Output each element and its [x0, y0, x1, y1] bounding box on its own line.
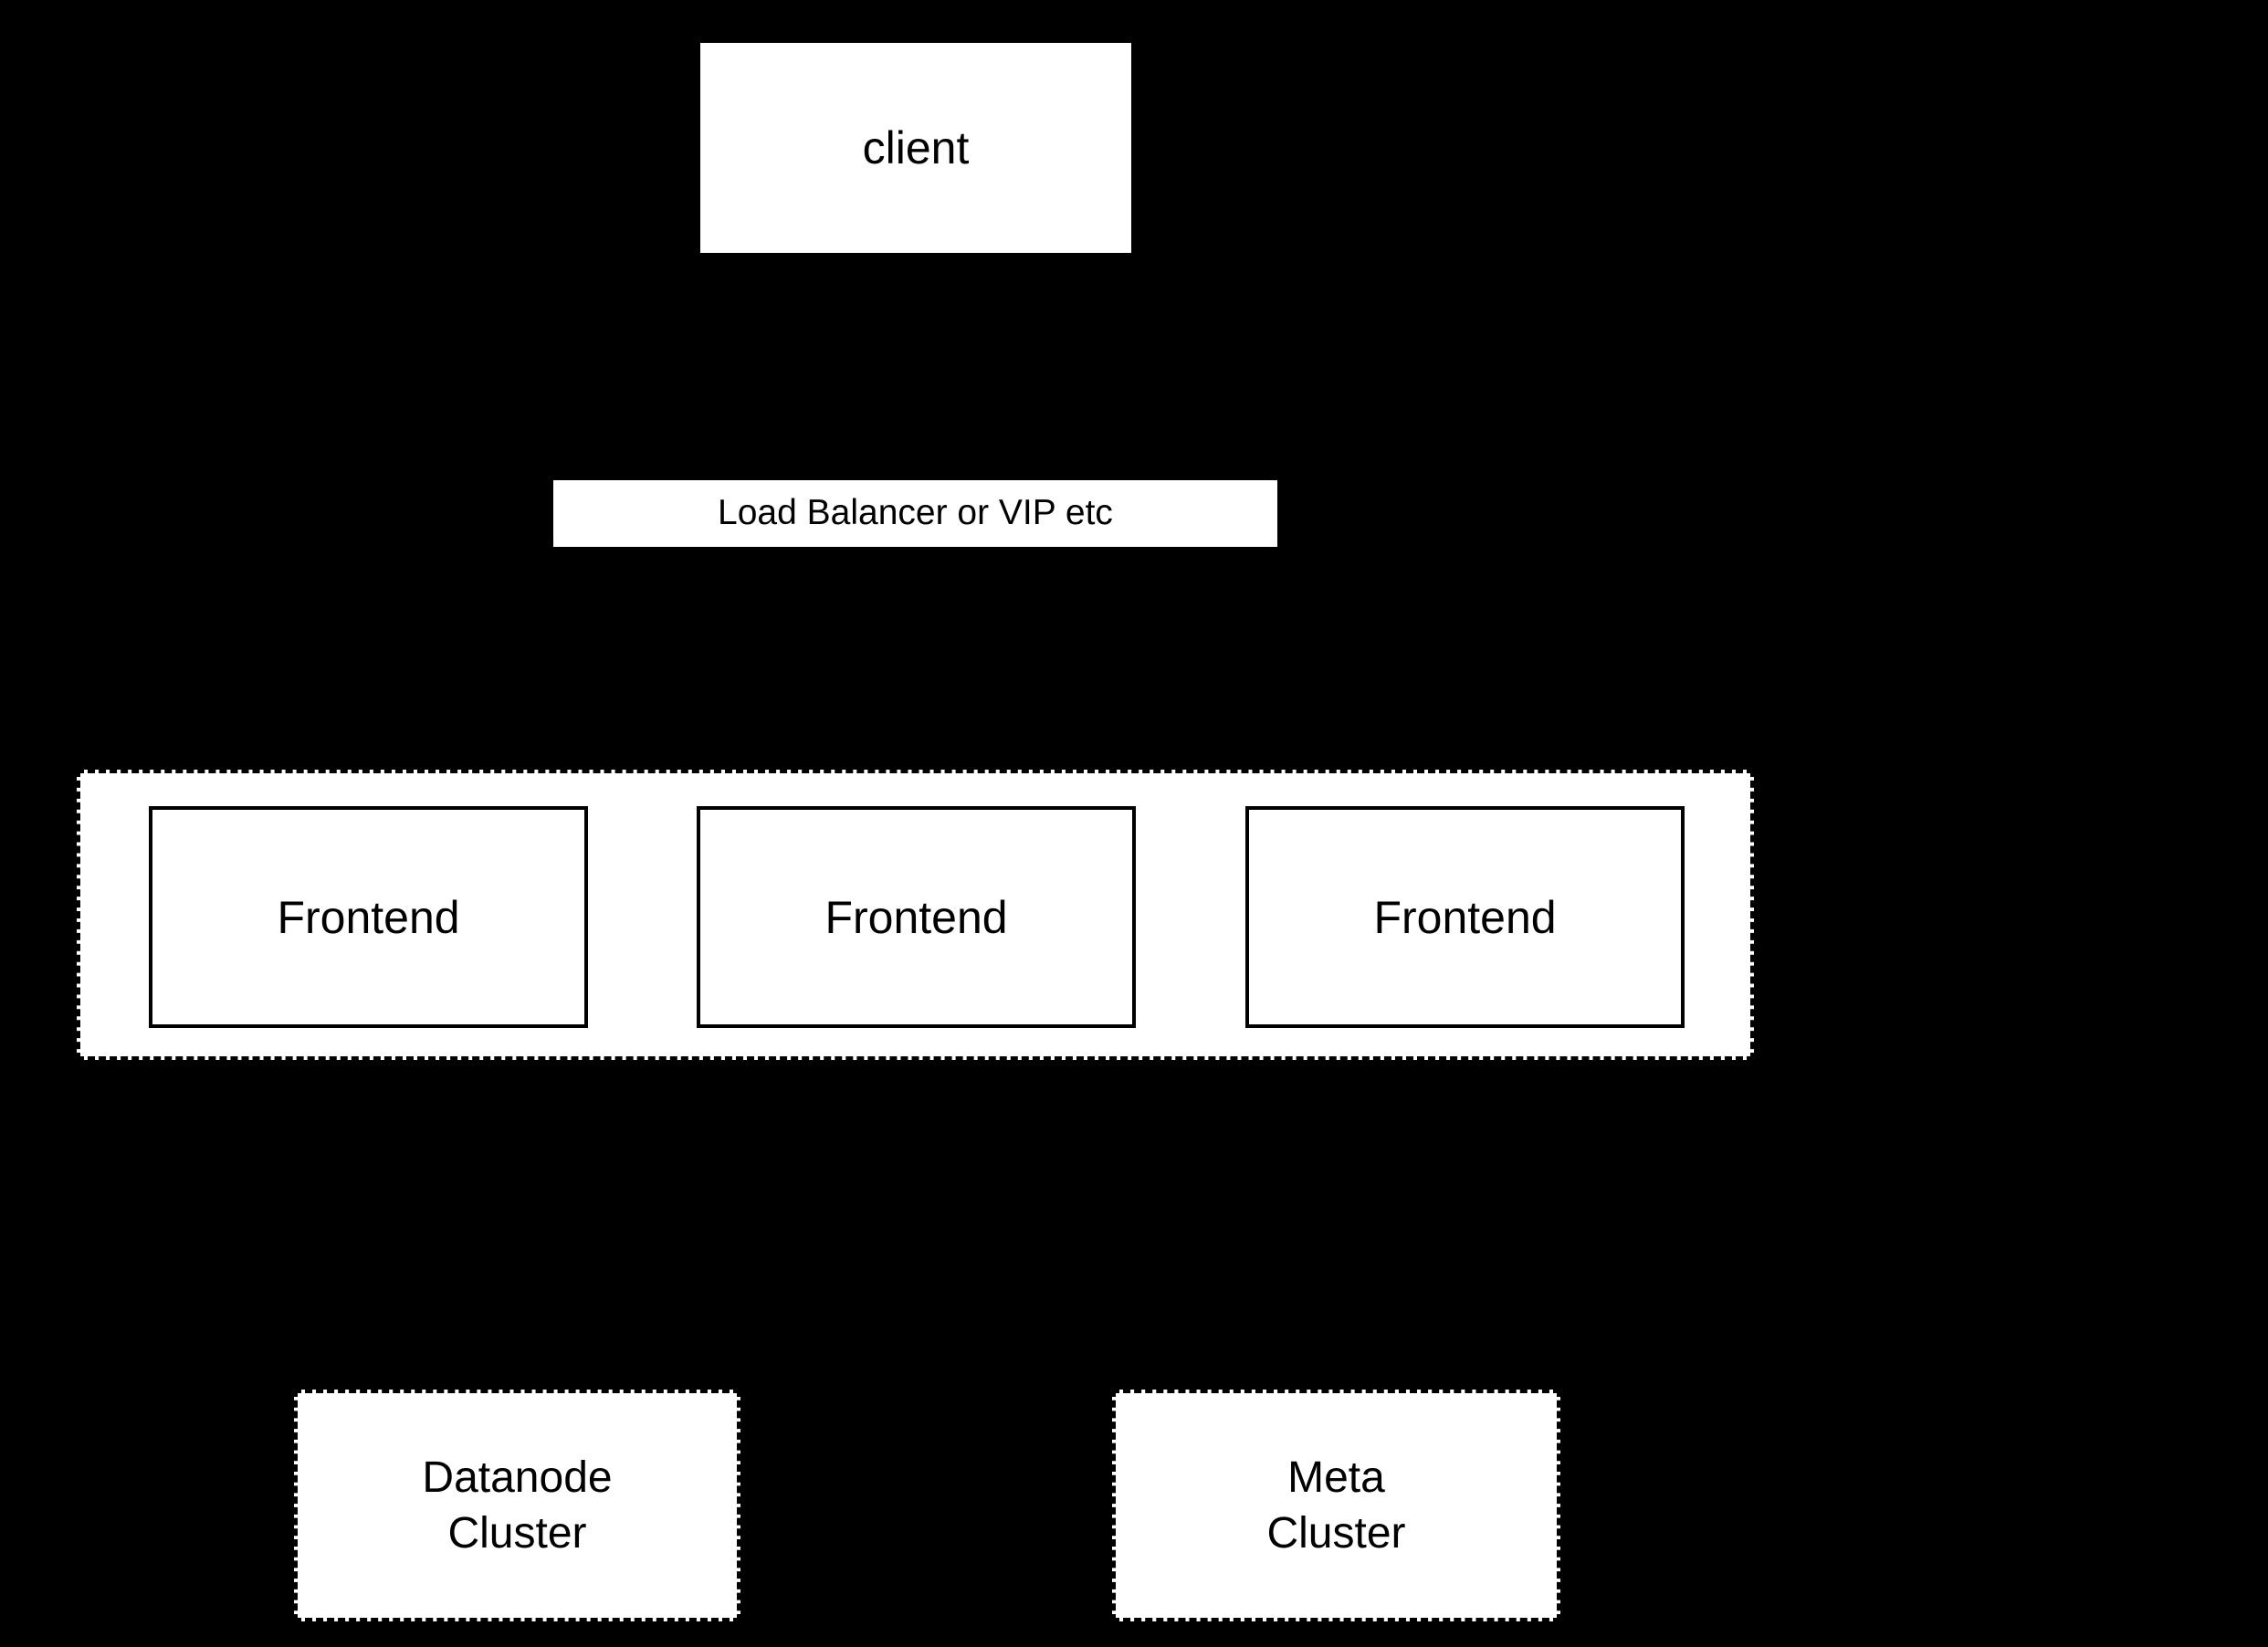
- node-frontend-1[interactable]: Frontend: [149, 806, 588, 1028]
- node-frontend-3[interactable]: Frontend: [1245, 806, 1685, 1028]
- node-load-balancer[interactable]: Load Balancer or VIP etc: [551, 478, 1279, 549]
- node-client[interactable]: client: [698, 41, 1133, 255]
- node-datanode-cluster[interactable]: Datanode Cluster: [294, 1390, 740, 1621]
- node-frontend-2[interactable]: Frontend: [697, 806, 1136, 1028]
- node-meta-cluster[interactable]: Meta Cluster: [1112, 1390, 1560, 1621]
- frontend-group-container: Frontend Frontend Frontend: [77, 770, 1754, 1060]
